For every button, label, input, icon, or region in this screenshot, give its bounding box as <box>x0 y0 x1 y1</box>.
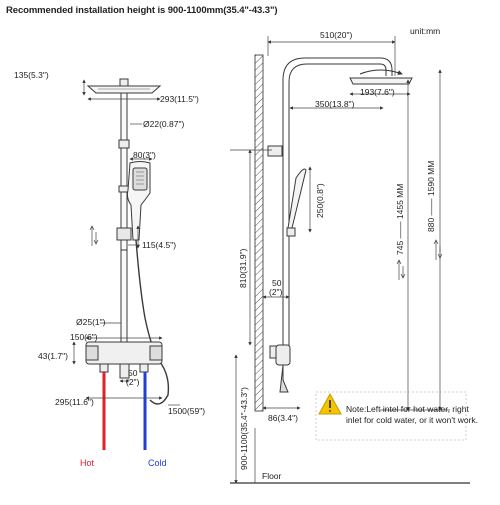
installation-height-title: Recommended installation height is 900-1… <box>6 5 278 16</box>
front-view <box>85 78 170 405</box>
slider-holder <box>116 227 132 241</box>
inlet-note: Note:Left intel for hot water, right inl… <box>346 404 479 425</box>
wall-offset-label: 50 <box>272 278 282 288</box>
slider-gap-label: 115(4.5") <box>142 240 177 250</box>
spout-length-in-label: (2") <box>126 377 140 387</box>
head-size-label: 193(7.6") <box>360 87 395 97</box>
double-arrow-vertical-icon <box>396 259 406 280</box>
arm-reach-label: 510(20") <box>320 30 353 40</box>
head-connector <box>119 78 129 87</box>
floor-label: Floor <box>262 471 282 481</box>
pipe-diameter-label: Ø22(0.87") <box>143 119 185 129</box>
lower-pipe-diameter-label: Ø25(1") <box>76 317 106 327</box>
rain-head-side <box>349 77 413 85</box>
handheld-width-label: 80(3") <box>133 150 156 160</box>
valve-depth-label: 150(6") <box>70 332 98 342</box>
cold-inlet-label: Cold <box>148 458 167 468</box>
hot-inlet-label: Hot <box>80 458 95 468</box>
valve-width-label: 295(11.6") <box>55 397 94 407</box>
wall <box>254 54 264 412</box>
side-dimensions <box>230 36 450 484</box>
rotation-arrow-icon <box>359 69 403 75</box>
riser-pipe <box>282 57 393 360</box>
hand-shower-side <box>287 168 307 229</box>
spout-length-label: 50 <box>128 368 138 378</box>
base-depth-label: 86(3.4") <box>268 413 298 423</box>
install-height-label: 900-1100(35.4"-43.3") <box>239 387 249 470</box>
valve-side <box>275 344 291 366</box>
shower-hose <box>135 239 170 405</box>
handheld-length-label: 250(0.8") <box>315 183 325 218</box>
head-height-label: 135(5.3") <box>14 70 49 80</box>
valve-height-label: 43(1.7") <box>38 351 68 361</box>
side-view <box>230 54 470 484</box>
wall-offset-in-label: (2") <box>269 287 283 297</box>
hose-length-label: 1500(59") <box>168 406 206 416</box>
slide-range-label: 745 —— 1455 MM <box>395 183 405 255</box>
warning-triangle-icon <box>318 392 342 415</box>
front-dimensions <box>72 79 180 406</box>
note-box <box>315 391 467 441</box>
unit-label: unit:mm <box>410 26 441 36</box>
double-arrow-vertical-icon <box>433 239 443 260</box>
arm-length-label: 350(13.8") <box>315 99 355 109</box>
lower-pipe <box>120 249 128 343</box>
head-diameter-label: 293(11.5") <box>160 94 199 104</box>
valve-spout <box>119 363 130 379</box>
double-arrow-vertical-icon <box>89 225 99 246</box>
total-range-label: 880 —— 1590 MM <box>426 160 436 232</box>
wall-to-pipe-upper-label: 810(31.9") <box>238 248 248 288</box>
